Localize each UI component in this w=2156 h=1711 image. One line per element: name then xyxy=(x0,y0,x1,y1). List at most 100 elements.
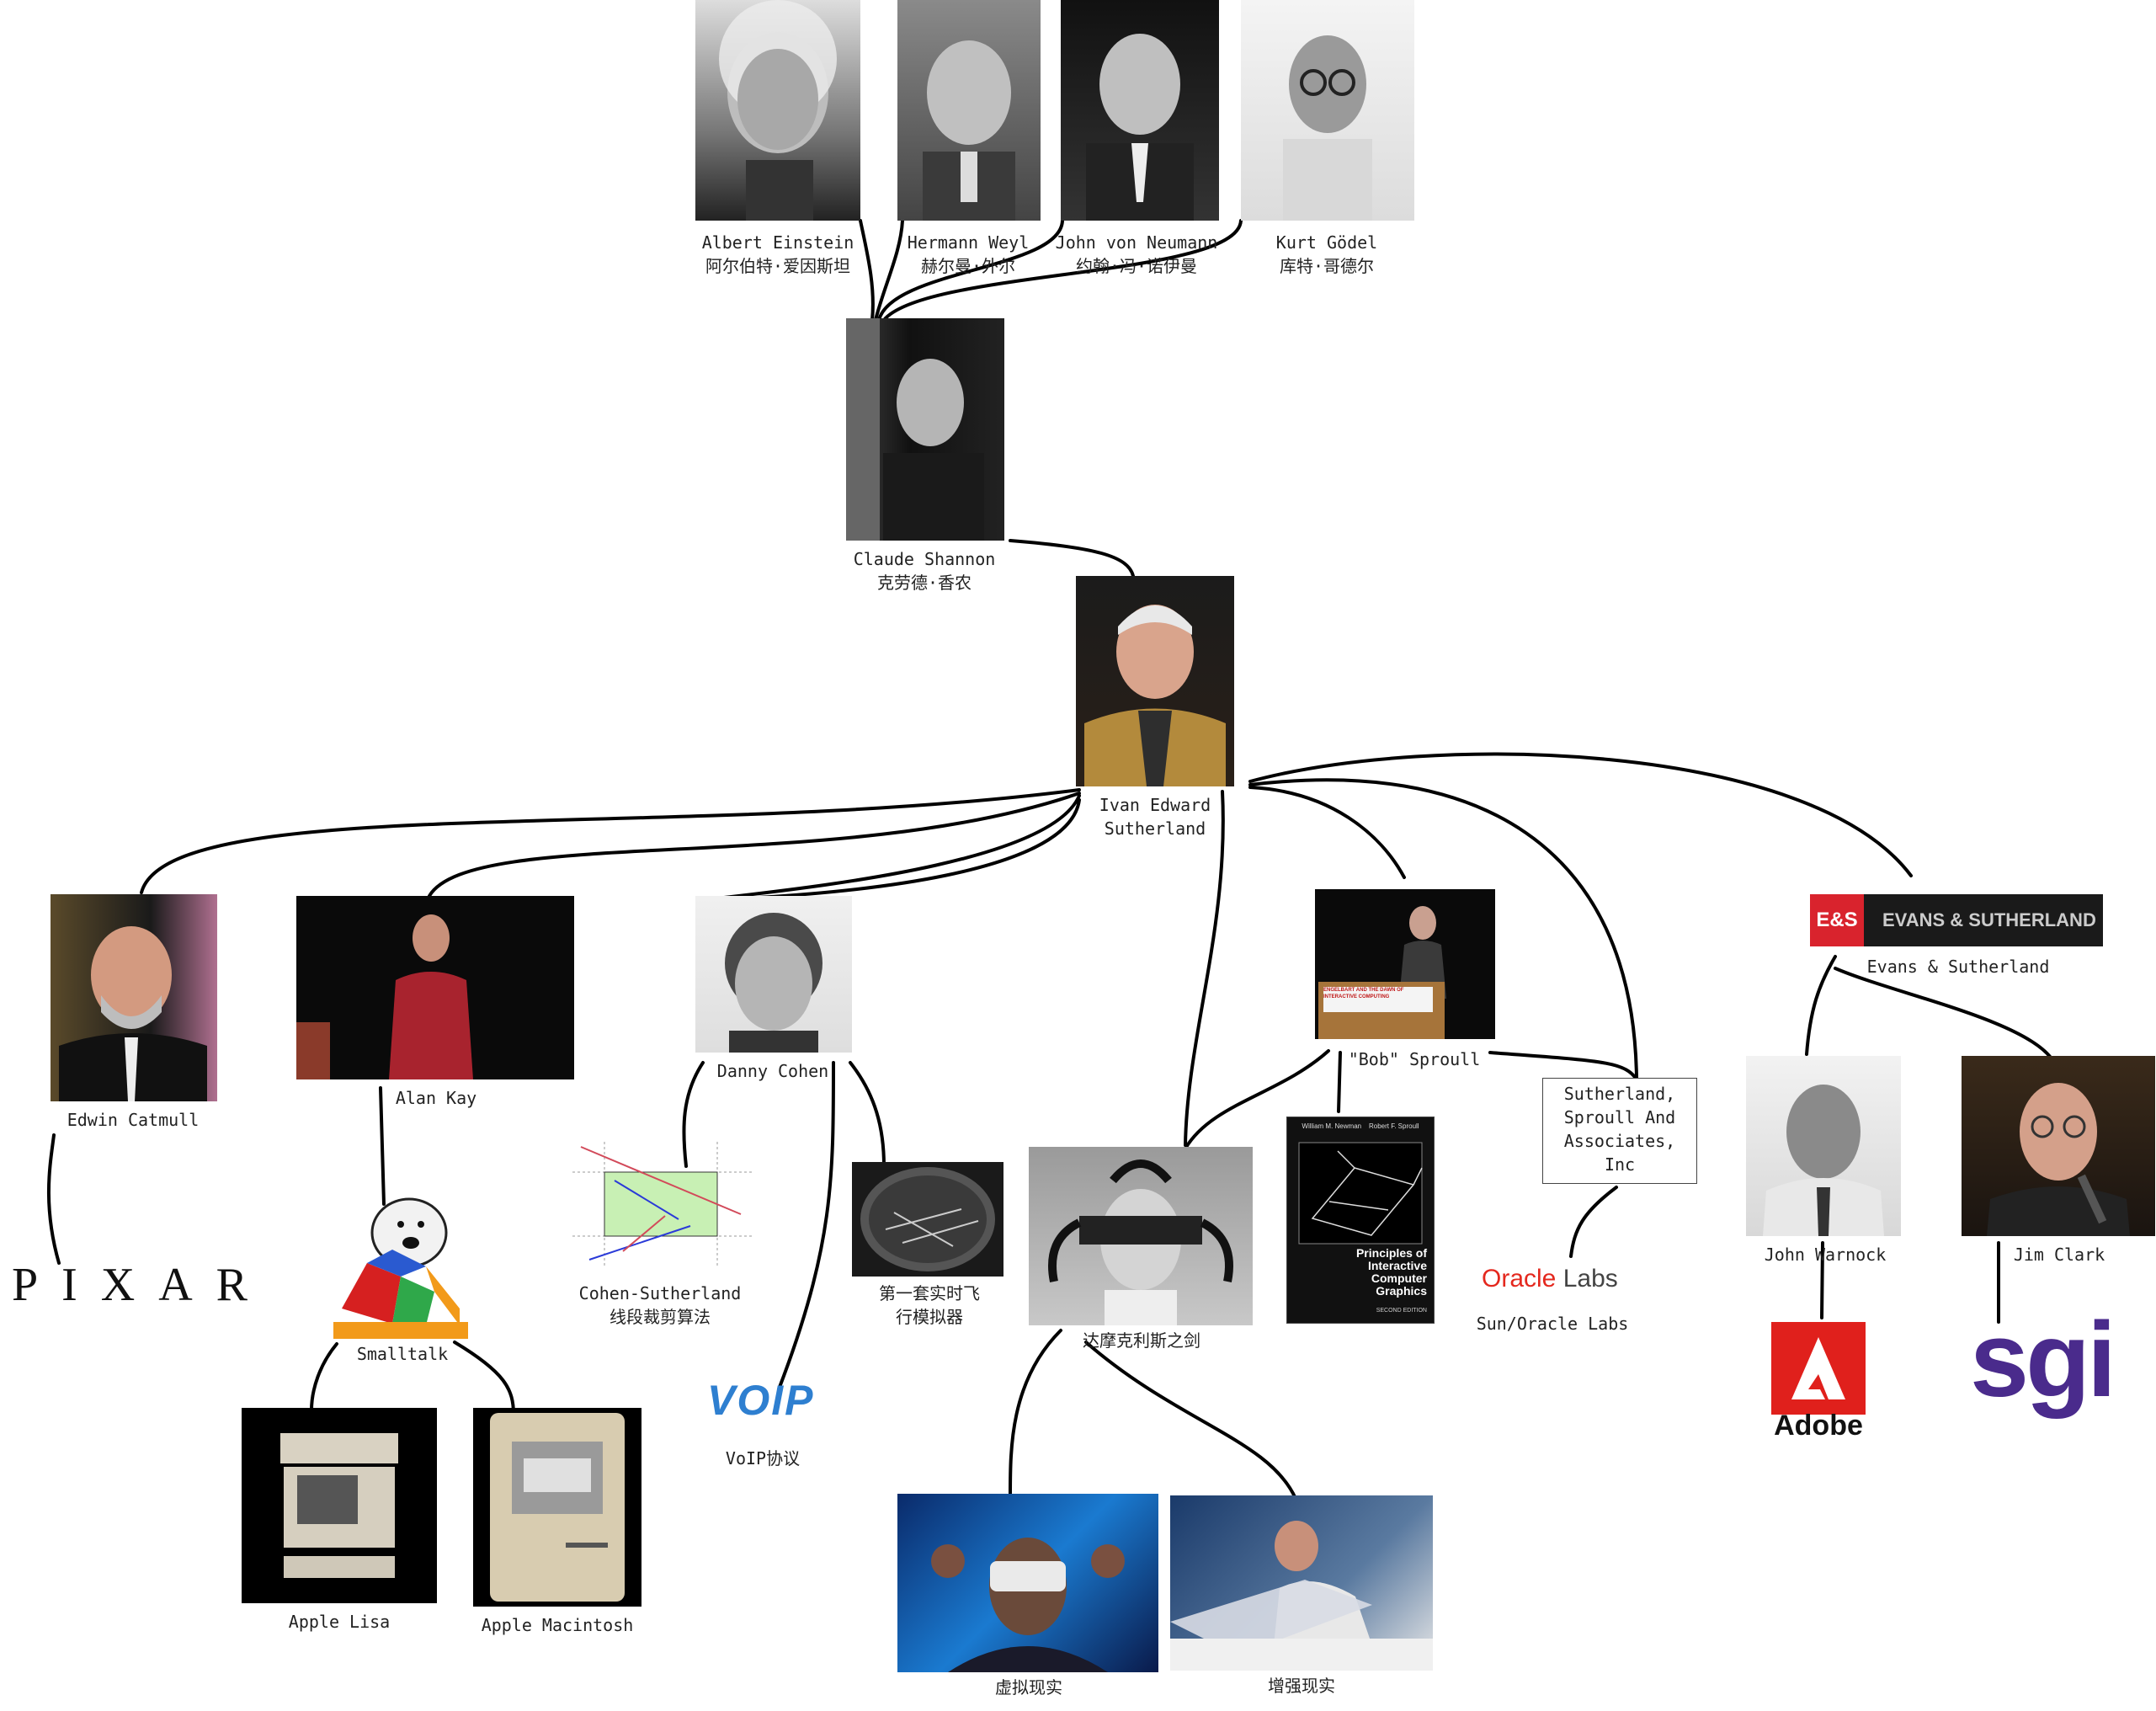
damocles-caption: 达摩克利斯之剑 xyxy=(1083,1329,1200,1352)
edge-ssa-oracle xyxy=(1569,1186,1618,1258)
flight-simulator-caption: 第一套实时飞 行模拟器 xyxy=(879,1282,980,1329)
kay-name: Alan Kay xyxy=(395,1088,477,1108)
adobe-wordmark: Adobe xyxy=(1774,1410,1863,1442)
warnock-photo xyxy=(1746,1056,1901,1236)
godel-caption: Kurt Gödel 库特·哥德尔 xyxy=(1276,231,1377,278)
smalltalk-logo xyxy=(333,1182,468,1339)
oracle-caption: Sun/Oracle Labs xyxy=(1477,1312,1629,1335)
godel-photo xyxy=(1241,0,1414,221)
flight-simulator-photo xyxy=(852,1162,1003,1277)
edge-damocles-vr xyxy=(1009,1329,1062,1497)
oracle-labs-logo: Oracle Labs xyxy=(1482,1265,1618,1293)
edge-es-warnock xyxy=(1805,955,1837,1056)
clark-photo xyxy=(1962,1056,2155,1236)
weyl-cn-name: 赫尔曼·外尔 xyxy=(920,256,1016,276)
es-logo-mark: E&S xyxy=(1810,894,1864,946)
sgi-logo: sgi xyxy=(1970,1300,2116,1419)
edge-sutherland-catmull xyxy=(140,788,1081,894)
evans-sutherland-logo: E&S EVANS & SUTHERLAND xyxy=(1810,894,2103,946)
cohen-photo xyxy=(695,896,852,1053)
edge-neumann-shannon xyxy=(877,219,1064,322)
shannon-cn-name: 克劳德·香农 xyxy=(876,573,972,593)
edge-einstein-shannon xyxy=(859,219,875,322)
cohen-name: Danny Cohen xyxy=(716,1061,829,1081)
edge-kay-smalltalk xyxy=(379,1086,386,1206)
von-neumann-cn-name: 约翰·冯·诺伊曼 xyxy=(1075,256,1198,276)
edge-damocles-ar xyxy=(1084,1341,1298,1502)
ar-photo xyxy=(1170,1495,1433,1671)
von-neumann-name: John von Neumann xyxy=(1055,232,1218,253)
vr-photo xyxy=(897,1494,1158,1672)
edge-godel-shannon xyxy=(882,219,1243,322)
sutherland-name-line2: Sutherland xyxy=(1104,818,1206,839)
godel-cn-name: 库特·哥德尔 xyxy=(1279,256,1375,276)
edge-sutherland-kay xyxy=(428,792,1081,898)
godel-name: Kurt Gödel xyxy=(1275,232,1378,253)
ar-caption: 增强现实 xyxy=(1268,1674,1335,1698)
apple-macintosh-photo xyxy=(473,1408,641,1607)
edge-sproull-ssa xyxy=(1488,1051,1638,1081)
von-neumann-caption: John von Neumann 约翰·冯·诺伊曼 xyxy=(1056,231,1218,278)
book-title: Principles of Interactive Computer Graph… xyxy=(1355,1246,1427,1298)
es-caption: Evans & Sutherland xyxy=(1867,955,2050,978)
einstein-photo xyxy=(695,0,860,221)
einstein-cn-name: 阿尔伯特·爱因斯坦 xyxy=(705,256,851,276)
ssa-line-2: Sproull And xyxy=(1563,1107,1676,1127)
edge-shannon-sutherland xyxy=(1009,539,1135,578)
clipping-diagram xyxy=(572,1142,753,1268)
edge-sutherland-ssa xyxy=(1248,778,1638,1079)
warnock-name: John Warnock xyxy=(1764,1245,1887,1265)
edge-sutherland-damocles xyxy=(1184,790,1225,1147)
flight-simulator-label-line2: 行模拟器 xyxy=(896,1307,963,1327)
edge-cohen-voip xyxy=(777,1061,835,1391)
edge-warnock-adobe xyxy=(1820,1241,1824,1319)
damocles-label: 达摩克利斯之剑 xyxy=(1083,1330,1200,1351)
vr-label: 虚拟现实 xyxy=(995,1677,1062,1698)
ssa-line-1: Sutherland, xyxy=(1563,1084,1676,1104)
pixar-logo: PIXAR xyxy=(12,1259,272,1311)
warnock-caption: John Warnock xyxy=(1765,1243,1887,1266)
sutherland-caption: Ivan Edward Sutherland xyxy=(1099,793,1211,840)
es-company-name: Evans & Sutherland xyxy=(1866,957,2050,977)
book-authors: William M. Newman Robert F. Sproull xyxy=(1302,1122,1419,1130)
edge-sutherland-es xyxy=(1248,752,1913,877)
edge-weyl-shannon xyxy=(874,219,904,322)
clark-caption: Jim Clark xyxy=(2014,1243,2105,1266)
shannon-photo xyxy=(846,318,1004,541)
sutherland-photo xyxy=(1076,576,1234,786)
von-neumann-photo xyxy=(1061,0,1219,221)
ssa-line-3: Associates, xyxy=(1563,1131,1676,1151)
edge-sutherland-cohen-a xyxy=(722,794,1081,899)
shannon-name: Claude Shannon xyxy=(853,549,996,569)
edge-smalltalk-lisa xyxy=(310,1342,338,1412)
apple-lisa-photo xyxy=(242,1408,437,1603)
edge-sproull-damocles xyxy=(1184,1049,1330,1150)
edge-sutherland-cohen-b xyxy=(756,798,1081,899)
apple-macintosh-caption: Apple Macintosh xyxy=(482,1613,634,1637)
sproull-photo: ENGELBART AND THE DAWN OF INTERACTIVE CO… xyxy=(1315,889,1495,1039)
apple-lisa-caption: Apple Lisa xyxy=(289,1610,390,1634)
clipping-label-line2: 线段裁剪算法 xyxy=(610,1307,711,1327)
sproull-name: "Bob" Sproull xyxy=(1348,1049,1481,1069)
apple-lisa-label: Apple Lisa xyxy=(288,1612,391,1632)
ar-label: 增强现实 xyxy=(1268,1676,1335,1696)
es-logo-wordmark: EVANS & SUTHERLAND xyxy=(1882,909,2096,930)
einstein-name: Albert Einstein xyxy=(701,232,854,253)
smalltalk-caption: Smalltalk xyxy=(357,1342,448,1366)
ssa-company-box: Sutherland, Sproull And Associates, Inc xyxy=(1542,1078,1697,1184)
edge-sproull-book xyxy=(1337,1051,1342,1113)
edge-cohen-flight xyxy=(849,1061,886,1168)
flight-simulator-label-line1: 第一套实时飞 xyxy=(879,1283,980,1303)
edge-sutherland-sproull xyxy=(1248,786,1406,879)
graphics-book-cover: William M. Newman Robert F. Sproull Prin… xyxy=(1286,1117,1435,1324)
oracle-logo-word: Oracle xyxy=(1482,1265,1557,1293)
adobe-logo: Adobe xyxy=(1770,1322,1867,1442)
damocles-photo xyxy=(1029,1147,1253,1325)
clark-name: Jim Clark xyxy=(2013,1245,2105,1265)
smalltalk-label: Smalltalk xyxy=(356,1344,449,1364)
weyl-caption: Hermann Weyl 赫尔曼·外尔 xyxy=(908,231,1030,278)
book-edition: SECOND EDITION xyxy=(1376,1308,1427,1314)
podium-banner: ENGELBART AND THE DAWN OF INTERACTIVE CO… xyxy=(1323,988,1404,999)
clipping-label-line1: Cohen-Sutherland xyxy=(578,1283,742,1303)
